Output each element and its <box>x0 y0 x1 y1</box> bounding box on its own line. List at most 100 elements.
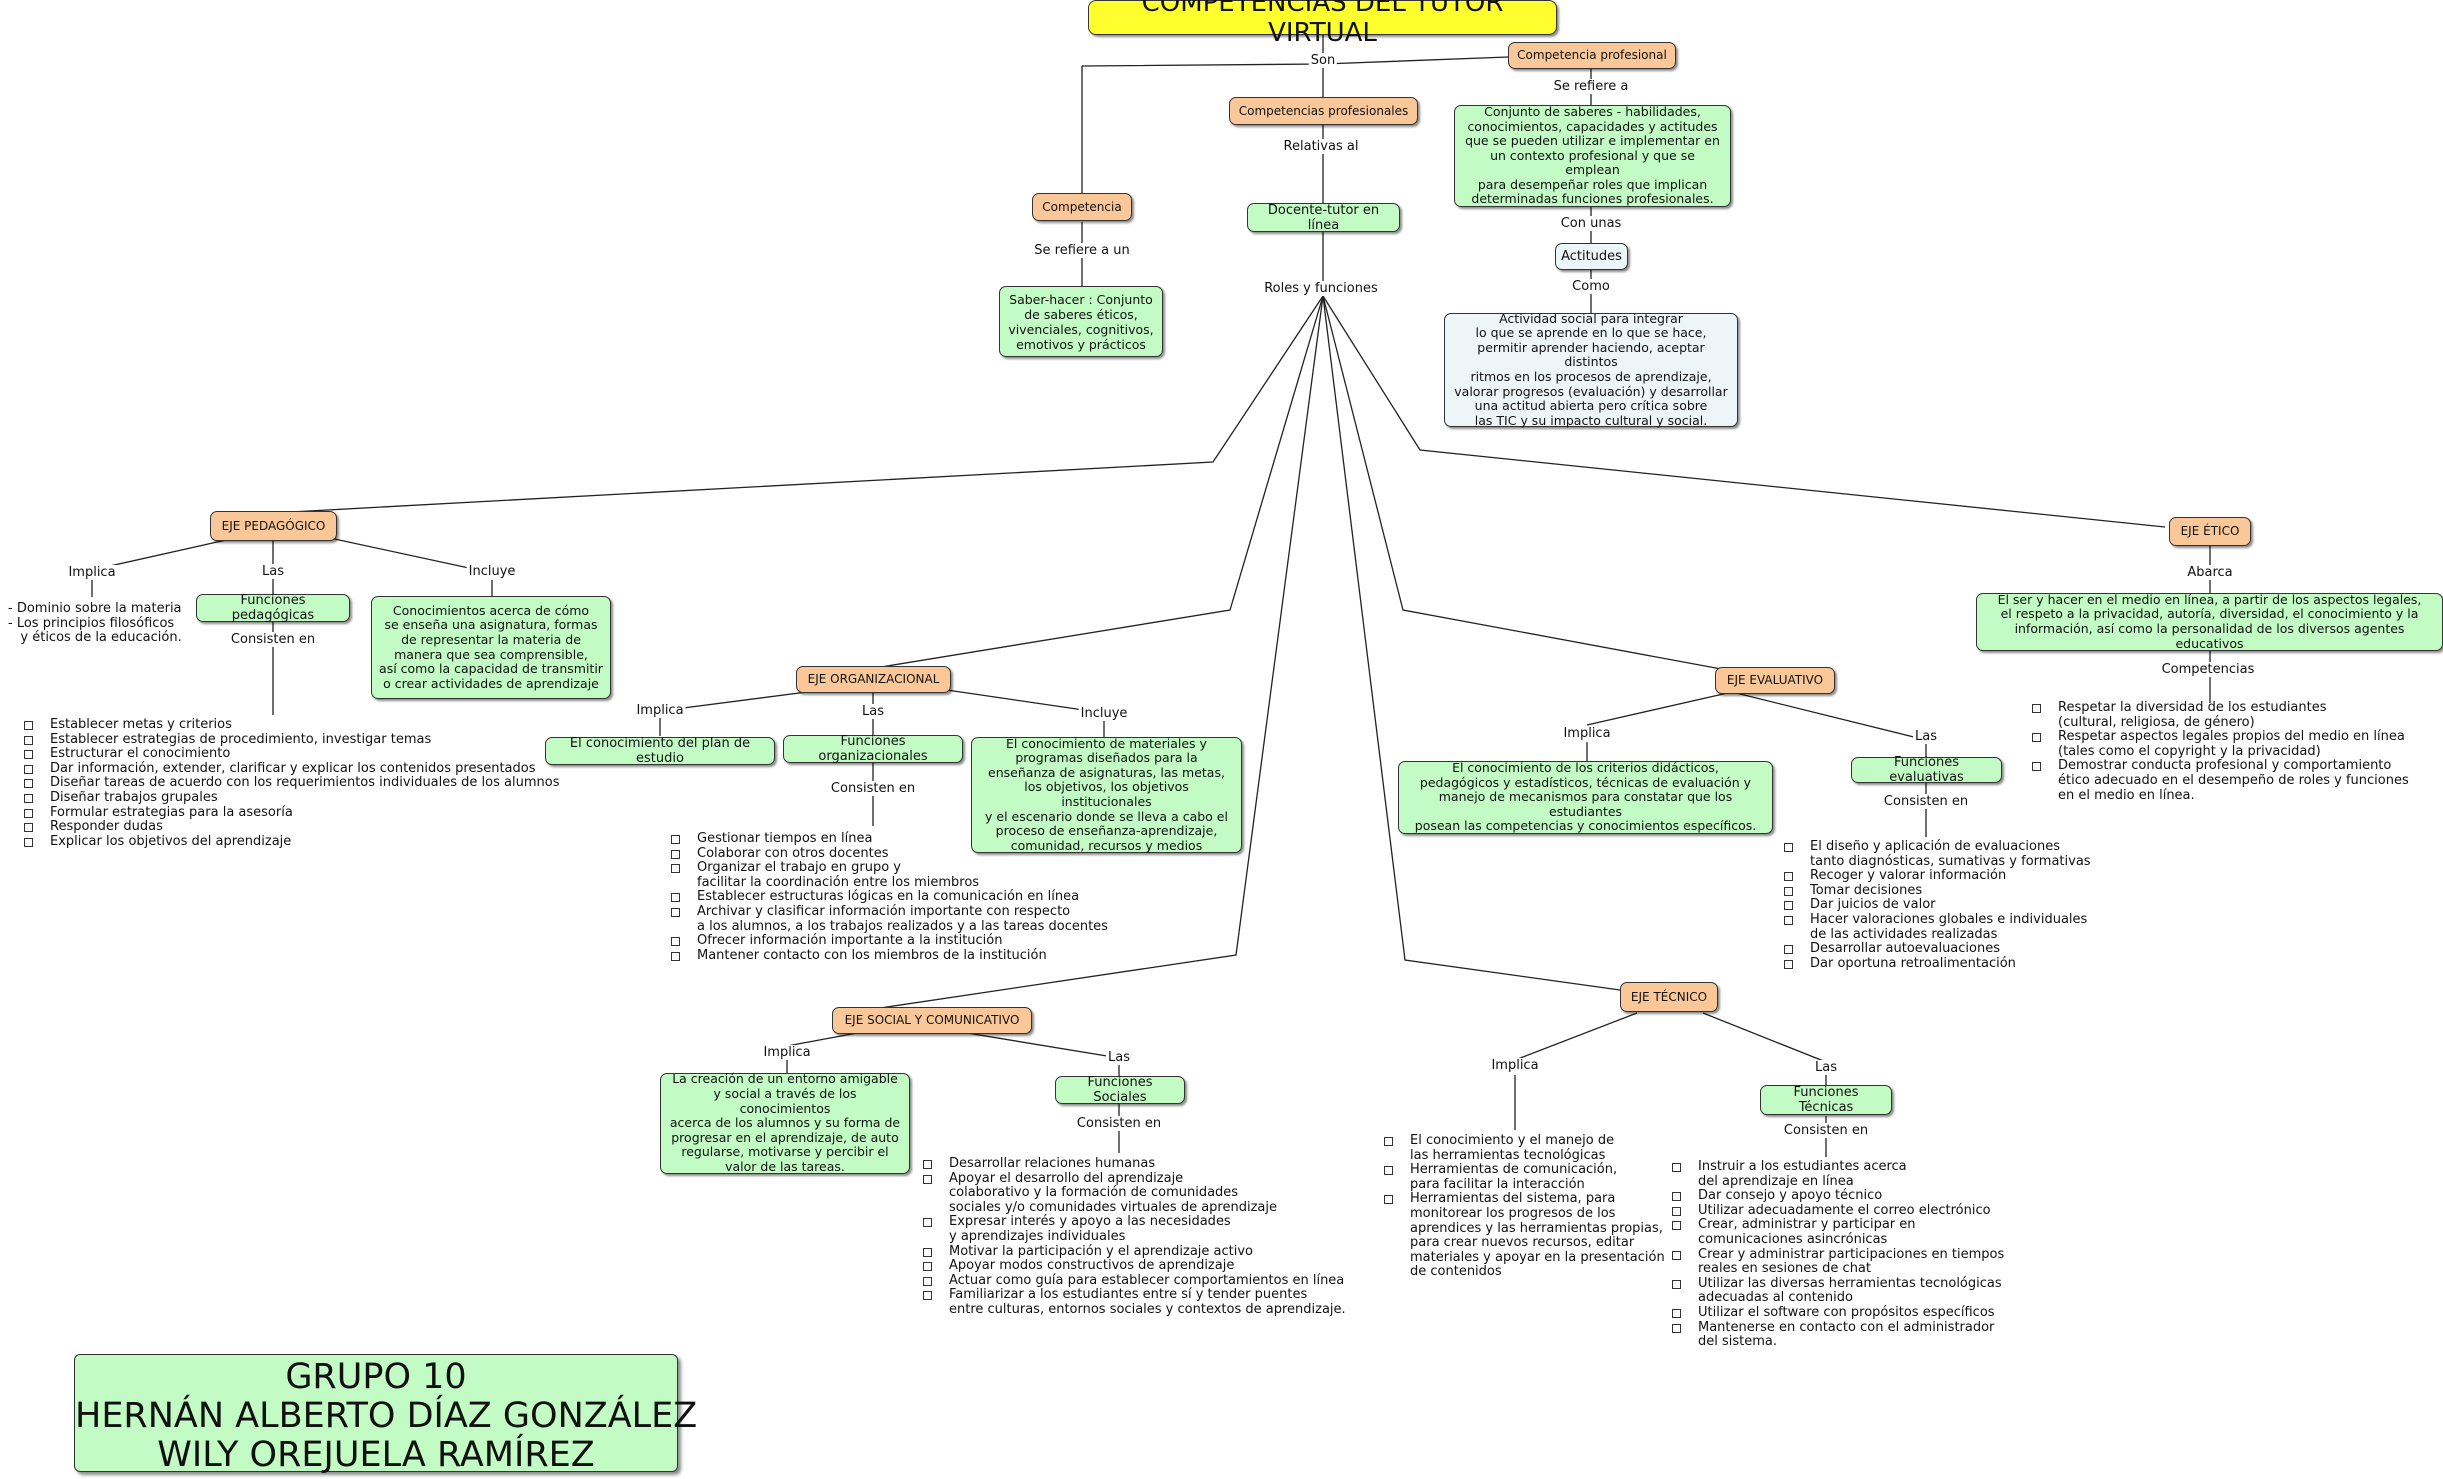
checkbox-icon <box>1784 915 1793 925</box>
checkbox-icon <box>1784 843 1793 852</box>
checkbox-icon <box>671 937 680 947</box>
checkbox-icon <box>671 849 680 859</box>
connector-line <box>1702 1012 1827 1063</box>
connector-line <box>1586 691 1733 726</box>
ped-implica-label: Implica <box>66 565 118 580</box>
author-name: HERNÁN ALBERTO DÍAZ GONZÁLEZ <box>75 1396 698 1436</box>
checkbox-icon <box>1672 1250 1681 1260</box>
funciones-tecnicas-node[interactable]: Funciones Técnicas <box>1760 1085 1892 1115</box>
list-item: El diseño y aplicación de evaluaciones t… <box>1782 839 2091 869</box>
competencia-profesional-node[interactable]: Competencia profesional <box>1508 42 1676 69</box>
list-item: Dar oportuna retroalimentación <box>1782 956 2091 972</box>
list-item: Demostrar conducta profesional y comport… <box>2030 759 2409 803</box>
competencias-profesionales-node[interactable]: Competencias profesionales <box>1229 97 1418 125</box>
list-item: El conocimiento y el manejo de las herra… <box>1382 1133 1665 1163</box>
list-item: Responder dudas <box>22 819 559 835</box>
funciones-pedagogicas-node[interactable]: Funciones pedagógicas <box>196 593 350 623</box>
checkbox-icon <box>1672 1323 1681 1333</box>
actitudes-node[interactable]: Actitudes <box>1555 243 1628 270</box>
checkbox-icon <box>1784 872 1793 882</box>
checkbox-icon <box>1784 901 1793 911</box>
eje-tecnico-node[interactable]: EJE TÉCNICO <box>1620 982 1718 1012</box>
connector-line <box>1322 295 2166 528</box>
connector-line <box>1322 295 1621 991</box>
checkbox-icon <box>671 907 680 917</box>
list-item: Respetar aspectos legales propios del me… <box>2030 729 2409 759</box>
checkbox-icon <box>1384 1137 1393 1146</box>
checkbox-icon <box>923 1247 932 1257</box>
connector-line <box>91 537 236 571</box>
se-refiere-a-un-label: Se refiere a un <box>1032 243 1132 258</box>
checkbox-icon <box>1672 1192 1681 1202</box>
checkbox-icon <box>1384 1166 1393 1176</box>
org-consisten-label: Consisten en <box>828 781 918 796</box>
conjunto-saberes-node[interactable]: Conjunto de saberes - habilidades, conoc… <box>1454 104 1731 207</box>
list-item: Organizar el trabajo en grupo y facilita… <box>669 860 1108 890</box>
list-item: Archivar y clasificar información import… <box>669 904 1108 934</box>
connector-line <box>1081 56 1509 67</box>
list-item: Diseñar trabajos grupales <box>22 790 559 806</box>
etico-competencias-label: Competencias <box>2159 662 2257 677</box>
checkbox-icon <box>1784 886 1793 896</box>
son-label: Son <box>1308 53 1338 68</box>
connector-line <box>234 295 1324 516</box>
checkbox-icon <box>923 1160 932 1169</box>
criterios-didacticos-node[interactable]: El conocimiento de los criterios didácti… <box>1398 760 1773 834</box>
funciones-evaluativas-node[interactable]: Funciones evaluativas <box>1851 755 2002 785</box>
list-item: Desarrollar autoevaluaciones <box>1782 941 2091 957</box>
checkbox-icon <box>923 1218 932 1228</box>
eval-consisten-label: Consisten en <box>1881 794 1971 809</box>
funciones-organizacionales-node[interactable]: Funciones organizacionales <box>783 734 963 764</box>
org-incluye-label: Incluye <box>1078 706 1130 721</box>
ser-hacer-node[interactable]: El ser y hacer en el medio en línea, a p… <box>1976 592 2443 651</box>
funciones-sociales-node[interactable]: Funciones Sociales <box>1055 1075 1185 1105</box>
list-item: Motivar la participación y el aprendizaj… <box>921 1244 1346 1260</box>
tec-implica-label: Implica <box>1489 1058 1541 1073</box>
connector-line <box>939 688 1105 714</box>
eval-implica-label: Implica <box>1561 726 1613 741</box>
checkbox-icon <box>1672 1221 1681 1231</box>
ped-incluye-label: Incluye <box>466 564 518 579</box>
soc-consisten-label: Consisten en <box>1074 1116 1164 1131</box>
list-item: Dar consejo y apoyo técnico <box>1670 1188 2004 1204</box>
eje-social-node[interactable]: EJE SOCIAL Y COMUNICATIVO <box>832 1007 1032 1034</box>
list-item: Diseñar tareas de acuerdo con los requer… <box>22 776 559 791</box>
list-item: Dar juicios de valor <box>1782 898 2091 913</box>
author-name: WILY OREJUELA RAMÍREZ <box>157 1435 595 1475</box>
actividad-social-node[interactable]: Actividad social para integrar lo que se… <box>1444 311 1738 428</box>
docente-tutor-node[interactable]: Docente-tutor en línea <box>1247 203 1400 233</box>
checkbox-icon <box>24 837 33 847</box>
eje-pedagogico-node[interactable]: EJE PEDAGÓGICO <box>210 511 337 541</box>
connector-line <box>1731 691 1927 741</box>
checkbox-icon <box>24 721 33 730</box>
list-item: Actuar como guía para establecer comport… <box>921 1273 1346 1289</box>
list-item: Formular estrategias para la asesoría <box>22 805 559 821</box>
con-unas-label: Con unas <box>1558 216 1624 231</box>
etico-abarca-label: Abarca <box>2185 565 2235 580</box>
saber-hacer-node[interactable]: Saber-hacer : Conjunto de saberes éticos… <box>999 286 1163 357</box>
list-item: Tomar decisiones <box>1782 883 2091 899</box>
list-item: Utilizar el software con propósitos espe… <box>1670 1305 2004 1321</box>
competencia-node[interactable]: Competencia <box>1032 193 1132 221</box>
connector-line <box>874 295 1324 669</box>
conocimientos-asignatura-node[interactable]: Conocimientos acerca de cómo se enseña u… <box>371 596 611 699</box>
eje-evaluativo-node[interactable]: EJE EVALUATIVO <box>1715 667 1835 694</box>
checkbox-icon <box>923 1174 932 1184</box>
plan-estudio-node[interactable]: El conocimiento del plan de estudio <box>545 736 775 766</box>
checkbox-icon <box>671 864 680 874</box>
conocimiento-materiales-node[interactable]: El conocimiento de materiales y programa… <box>971 736 1242 853</box>
funciones-sociales-list: Desarrollar relaciones humanas Apoyar el… <box>921 1156 1346 1318</box>
soc-implica-label: Implica <box>761 1045 813 1060</box>
roles-funciones-label: Roles y funciones <box>1262 281 1380 296</box>
org-las-label: Las <box>860 704 886 719</box>
eje-organizacional-node[interactable]: EJE ORGANIZACIONAL <box>796 666 951 693</box>
ped-las-label: Las <box>260 564 286 579</box>
checkbox-icon <box>923 1262 932 1272</box>
eje-etico-node[interactable]: EJE ÉTICO <box>2169 517 2251 546</box>
entorno-amigable-node[interactable]: La creación de un entorno amigable y soc… <box>660 1072 910 1174</box>
checkbox-icon <box>1672 1206 1681 1216</box>
list-item: Establecer estrategias de procedimiento,… <box>22 732 559 748</box>
list-item: Respetar la diversidad de los estudiante… <box>2030 700 2409 730</box>
list-item: Colaborar con otros docentes <box>669 846 1108 862</box>
